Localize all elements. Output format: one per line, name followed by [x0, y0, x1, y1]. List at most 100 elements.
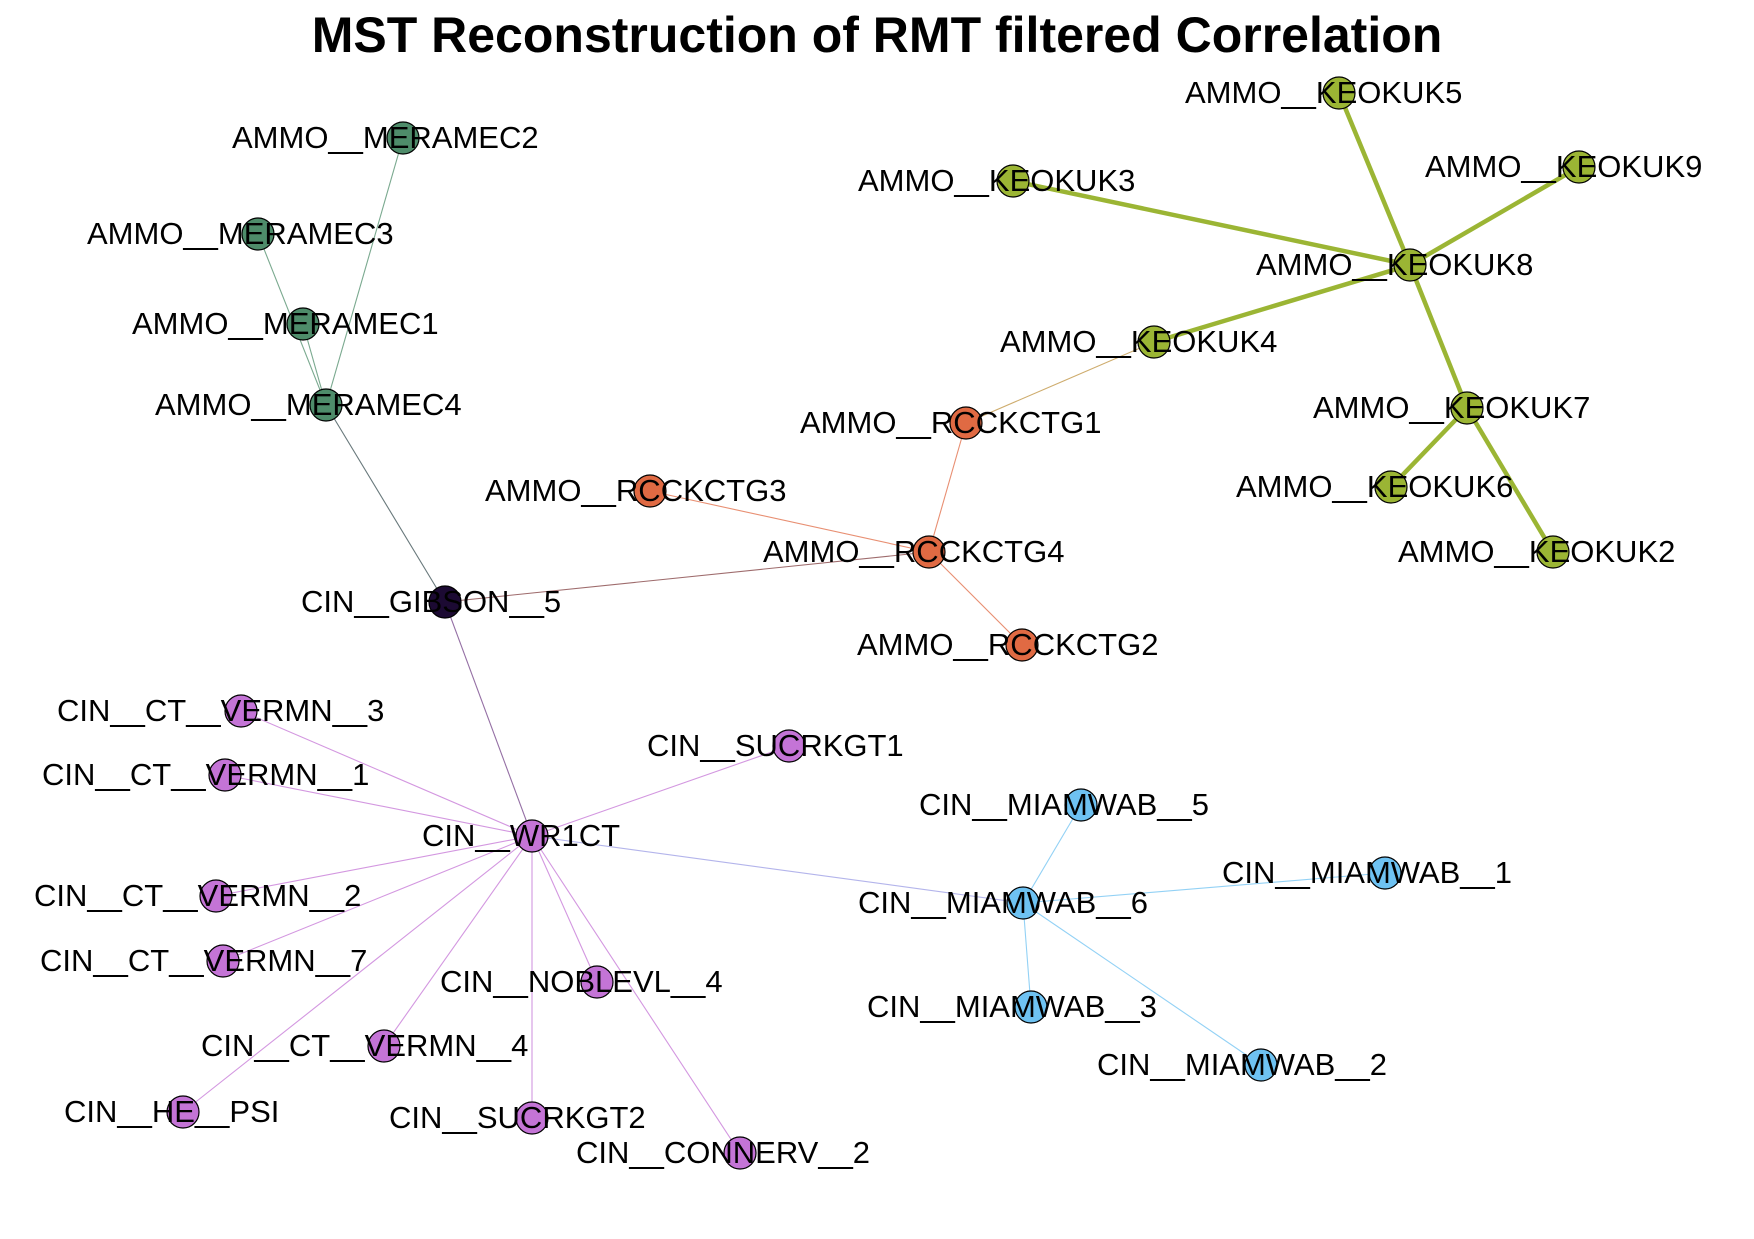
page-title: MST Reconstruction of RMT filtered Corre…	[311, 7, 1443, 63]
node-AMMO__KEOKUK6[interactable]	[1374, 470, 1408, 504]
edge-AMMO__MERAMEC4-CIN__GIBSON__5	[325, 404, 446, 603]
edge-CIN__CT__VERMN__1-CIN__WR1CT	[224, 774, 533, 837]
node-label-CIN__CT__VERMN__3: CIN__CT__VERMN__3	[57, 693, 384, 728]
node-label-AMMO__KEOKUK3: AMMO__KEOKUK3	[858, 163, 1135, 198]
node-label-CIN__MIAMWAB__1: CIN__MIAMWAB__1	[1222, 855, 1512, 890]
node-AMMO__KEOKUK2[interactable]	[1536, 535, 1570, 569]
node-label-AMMO__RCCKCTG1: AMMO__RCCKCTG1	[800, 405, 1101, 440]
node-AMMO__KEOKUK5[interactable]	[1322, 76, 1356, 110]
edge-CIN__WR1CT-CIN__MIAMWAB__6	[531, 835, 1024, 904]
edge-CIN__CT__VERMN__7-CIN__WR1CT	[222, 835, 533, 962]
label-layer: AMMO__MERAMEC2AMMO__MERAMEC3AMMO__MERAME…	[34, 75, 1702, 1170]
node-label-CIN__HE__PSI: CIN__HE__PSI	[64, 1094, 279, 1129]
node-CIN__HE__PSI[interactable]	[166, 1095, 200, 1129]
node-AMMO__RCCKCTG4[interactable]	[912, 535, 946, 569]
node-CIN__MIAMWAB__2[interactable]	[1244, 1048, 1278, 1082]
edge-AMMO__KEOKUK6-AMMO__KEOKUK7	[1389, 406, 1469, 489]
node-CIN__SUCRKGT1[interactable]	[772, 729, 806, 763]
edge-AMMO__RCCKCTG4-CIN__GIBSON__5	[444, 551, 930, 603]
node-label-AMMO__KEOKUK8: AMMO__KEOKUK8	[1256, 247, 1533, 282]
node-label-CIN__CT__VERMN__2: CIN__CT__VERMN__2	[34, 878, 361, 913]
node-CIN__CT__VERMN__2[interactable]	[199, 879, 233, 913]
edge-AMMO__KEOKUK3-AMMO__KEOKUK8	[1012, 178, 1411, 268]
edge-AMMO__RCCKCTG2-AMMO__RCCKCTG4	[928, 551, 1023, 646]
node-label-CIN__SUCRKGT1: CIN__SUCRKGT1	[647, 728, 904, 763]
node-AMMO__KEOKUK7[interactable]	[1450, 391, 1484, 425]
node-AMMO__KEOKUK9[interactable]	[1562, 150, 1596, 184]
node-layer	[166, 76, 1596, 1170]
edge-layer	[182, 92, 1581, 1154]
edge-AMMO__KEOKUK7-AMMO__KEOKUK8	[1407, 264, 1470, 409]
node-label-CIN__WR1CT: CIN__WR1CT	[422, 818, 620, 853]
edge-AMMO__KEOKUK4-AMMO__KEOKUK8	[1153, 262, 1411, 345]
node-CIN__MIAMWAB__3[interactable]	[1014, 990, 1048, 1024]
edge-CIN__MIAMWAB__1-CIN__MIAMWAB__6	[1022, 872, 1386, 904]
node-label-AMMO__KEOKUK4: AMMO__KEOKUK4	[1000, 324, 1277, 359]
edge-CIN__MIAMWAB__3-CIN__MIAMWAB__6	[1022, 902, 1032, 1008]
edge-CIN__HE__PSI-CIN__WR1CT	[182, 835, 533, 1113]
edge-AMMO__KEOKUK2-AMMO__KEOKUK7	[1465, 406, 1555, 554]
node-AMMO__RCCKCTG2[interactable]	[1005, 628, 1039, 662]
node-CIN__CT__VERMN__3[interactable]	[224, 694, 258, 728]
node-label-AMMO__MERAMEC3: AMMO__MERAMEC3	[87, 216, 394, 251]
edge-CIN__MIAMWAB__2-CIN__MIAMWAB__6	[1022, 902, 1262, 1066]
edge-AMMO__MERAMEC2-AMMO__MERAMEC4	[325, 137, 404, 406]
node-label-AMMO__RCCKCTG2: AMMO__RCCKCTG2	[857, 627, 1158, 662]
node-AMMO__RCCKCTG1[interactable]	[949, 406, 983, 440]
node-AMMO__MERAMEC1[interactable]	[286, 307, 320, 341]
node-CIN__WR1CT[interactable]	[515, 819, 549, 853]
edge-CIN__NOBLEVL__4-CIN__WR1CT	[531, 835, 598, 983]
edge-CIN__CT__VERMN__2-CIN__WR1CT	[215, 835, 533, 897]
node-CIN__SUCRKGT2[interactable]	[515, 1101, 549, 1135]
node-AMMO__MERAMEC3[interactable]	[241, 217, 275, 251]
node-label-CIN__CT__VERMN__4: CIN__CT__VERMN__4	[201, 1028, 528, 1063]
node-label-AMMO__RCCKCTG4: AMMO__RCCKCTG4	[763, 534, 1064, 569]
edge-CIN__MIAMWAB__5-CIN__MIAMWAB__6	[1022, 804, 1082, 904]
node-label-AMMO__KEOKUK2: AMMO__KEOKUK2	[1398, 534, 1675, 569]
node-CIN__CT__VERMN__1[interactable]	[208, 758, 242, 792]
node-AMMO__RCCKCTG3[interactable]	[633, 474, 667, 508]
node-label-CIN__NOBLEVL__4: CIN__NOBLEVL__4	[440, 964, 723, 999]
edge-AMMO__KEOKUK5-AMMO__KEOKUK8	[1336, 92, 1413, 266]
node-label-AMMO__MERAMEC4: AMMO__MERAMEC4	[155, 387, 462, 422]
node-AMMO__KEOKUK4[interactable]	[1137, 325, 1171, 359]
node-AMMO__KEOKUK3[interactable]	[996, 164, 1030, 198]
node-label-AMMO__KEOKUK6: AMMO__KEOKUK6	[1236, 469, 1513, 504]
node-CIN__CT__VERMN__4[interactable]	[367, 1029, 401, 1063]
node-CIN__GIBSON__5[interactable]	[428, 585, 462, 619]
edge-CIN__CT__VERMN__3-CIN__WR1CT	[240, 710, 533, 837]
edge-CIN__GIBSON__5-CIN__WR1CT	[444, 601, 533, 837]
node-CIN__MIAMWAB__5[interactable]	[1064, 788, 1098, 822]
node-CIN__CT__VERMN__7[interactable]	[206, 944, 240, 978]
node-CIN__CONNERV__2[interactable]	[723, 1136, 757, 1170]
edge-AMMO__RCCKCTG3-AMMO__RCCKCTG4	[649, 490, 930, 553]
edge-AMMO__KEOKUK9-AMMO__KEOKUK8	[1408, 165, 1581, 267]
node-label-CIN__GIBSON__5: CIN__GIBSON__5	[301, 584, 561, 619]
node-label-CIN__MIAMWAB__5: CIN__MIAMWAB__5	[919, 787, 1209, 822]
node-label-CIN__MIAMWAB__3: CIN__MIAMWAB__3	[867, 989, 1157, 1024]
node-label-AMMO__KEOKUK9: AMMO__KEOKUK9	[1425, 149, 1702, 184]
node-AMMO__MERAMEC4[interactable]	[309, 388, 343, 422]
node-label-CIN__SUCRKGT2: CIN__SUCRKGT2	[389, 1100, 646, 1135]
node-label-AMMO__RCCKCTG3: AMMO__RCCKCTG3	[485, 473, 786, 508]
edge-CIN__SUCRKGT1-CIN__WR1CT	[531, 745, 790, 837]
edge-AMMO__RCCKCTG1-AMMO__RCCKCTG4	[928, 422, 967, 553]
edge-CIN__CT__VERMN__4-CIN__WR1CT	[383, 835, 533, 1047]
node-AMMO__KEOKUK8[interactable]	[1393, 248, 1427, 282]
node-label-CIN__MIAMWAB__6: CIN__MIAMWAB__6	[858, 885, 1148, 920]
node-label-AMMO__MERAMEC2: AMMO__MERAMEC2	[232, 120, 539, 155]
edge-CIN__CONNERV__2-CIN__WR1CT	[531, 835, 741, 1154]
edge-AMMO__KEOKUK4-AMMO__RCCKCTG1	[965, 341, 1155, 424]
node-label-CIN__CT__VERMN__7: CIN__CT__VERMN__7	[40, 943, 367, 978]
node-label-AMMO__KEOKUK7: AMMO__KEOKUK7	[1313, 390, 1590, 425]
node-AMMO__MERAMEC2[interactable]	[386, 121, 420, 155]
node-label-AMMO__KEOKUK5: AMMO__KEOKUK5	[1185, 75, 1462, 110]
node-CIN__MIAMWAB__1[interactable]	[1368, 856, 1402, 890]
node-label-CIN__CONNERV__2: CIN__CONNERV__2	[576, 1135, 870, 1170]
node-CIN__NOBLEVL__4[interactable]	[580, 965, 614, 999]
node-CIN__MIAMWAB__6[interactable]	[1006, 886, 1040, 920]
node-label-CIN__MIAMWAB__2: CIN__MIAMWAB__2	[1097, 1047, 1387, 1082]
node-label-CIN__CT__VERMN__1: CIN__CT__VERMN__1	[42, 757, 369, 792]
node-label-AMMO__MERAMEC1: AMMO__MERAMEC1	[132, 306, 439, 341]
